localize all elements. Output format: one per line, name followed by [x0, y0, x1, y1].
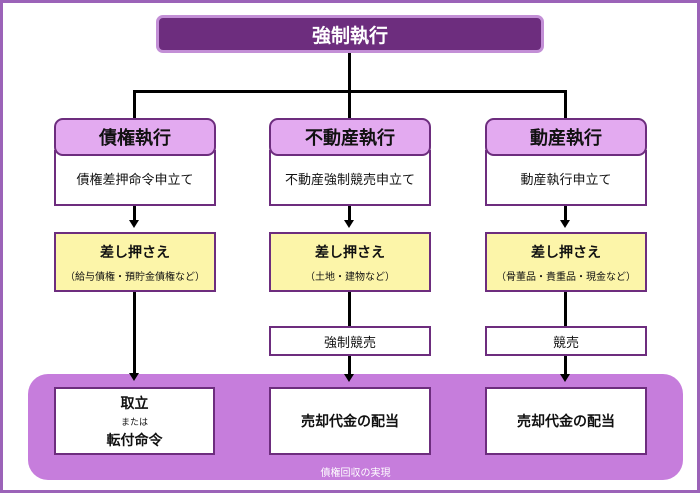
seize-box-realestate: 差し押さえ （土地・建物など） [269, 232, 431, 292]
apply-box-realestate: 不動産強制競売申立て [269, 150, 431, 206]
step-text: 競売 [552, 335, 579, 351]
seize-subtitle: （給与債権・預貯金債権など） [65, 271, 205, 283]
final-text: 売却代金の配当 [301, 414, 399, 430]
step-text: 強制競売 [323, 335, 376, 351]
arrow-line [348, 206, 351, 221]
arrow-head [129, 220, 139, 228]
auction-box-realestate: 強制競売 [269, 326, 431, 356]
arrow-line [564, 292, 567, 327]
trunk-line [348, 53, 351, 91]
final-mid: または [120, 417, 148, 428]
final-box-realestate: 売却代金の配当 [269, 387, 431, 455]
final-text: 売却代金の配当 [517, 414, 615, 430]
arrow-line [133, 206, 136, 221]
seize-title: 差し押さえ [531, 244, 601, 261]
column-head-label: 不動産執行 [305, 128, 395, 149]
arrow-line [564, 356, 567, 375]
seize-box-movable: 差し押さえ （骨董品・貴重品・現金など） [485, 232, 647, 292]
branch-right-line [564, 90, 567, 120]
final-line1: 取立 [120, 395, 149, 412]
apply-box-claim: 債権差押命令申立て [54, 150, 216, 206]
arrow-head [560, 220, 570, 228]
auction-box-movable: 競売 [485, 326, 647, 356]
column-head-label: 動産執行 [530, 128, 602, 149]
seize-subtitle: （骨董品・貴重品・現金など） [496, 271, 636, 283]
column-head-claim: 債権執行 [54, 118, 216, 156]
seize-title: 差し押さえ [315, 244, 385, 261]
apply-text: 債権差押命令申立て [76, 172, 194, 188]
branch-mid-line [348, 90, 351, 120]
arrow-head [129, 373, 139, 381]
branch-left-line [133, 90, 136, 120]
title-text: 強制執行 [311, 24, 388, 47]
seize-subtitle: （土地・建物など） [305, 271, 395, 283]
column-head-movable: 動産執行 [485, 118, 647, 156]
arrow-head [344, 374, 354, 382]
apply-box-movable: 動産執行申立て [485, 150, 647, 206]
seize-box-claim: 差し押さえ （給与債権・預貯金債権など） [54, 232, 216, 292]
arrow-line [348, 356, 351, 375]
arrow-line [564, 206, 567, 221]
arrow-line [133, 292, 136, 374]
arrow-head [344, 220, 354, 228]
column-head-realestate: 不動産執行 [269, 118, 431, 156]
apply-text: 不動産強制競売申立て [284, 172, 415, 188]
final-box-movable: 売却代金の配当 [485, 387, 647, 455]
arrow-line [348, 292, 351, 327]
final-box-claim: 取立 または 転付命令 [54, 387, 215, 455]
apply-text: 動産執行申立て [520, 172, 612, 188]
column-head-label: 債権執行 [99, 128, 171, 149]
title-box: 強制執行 [156, 15, 544, 53]
arrow-head [560, 374, 570, 382]
seize-title: 差し押さえ [100, 244, 170, 261]
collection-label: 債権回収の実現 [320, 468, 391, 479]
final-line2: 転付命令 [106, 432, 163, 449]
